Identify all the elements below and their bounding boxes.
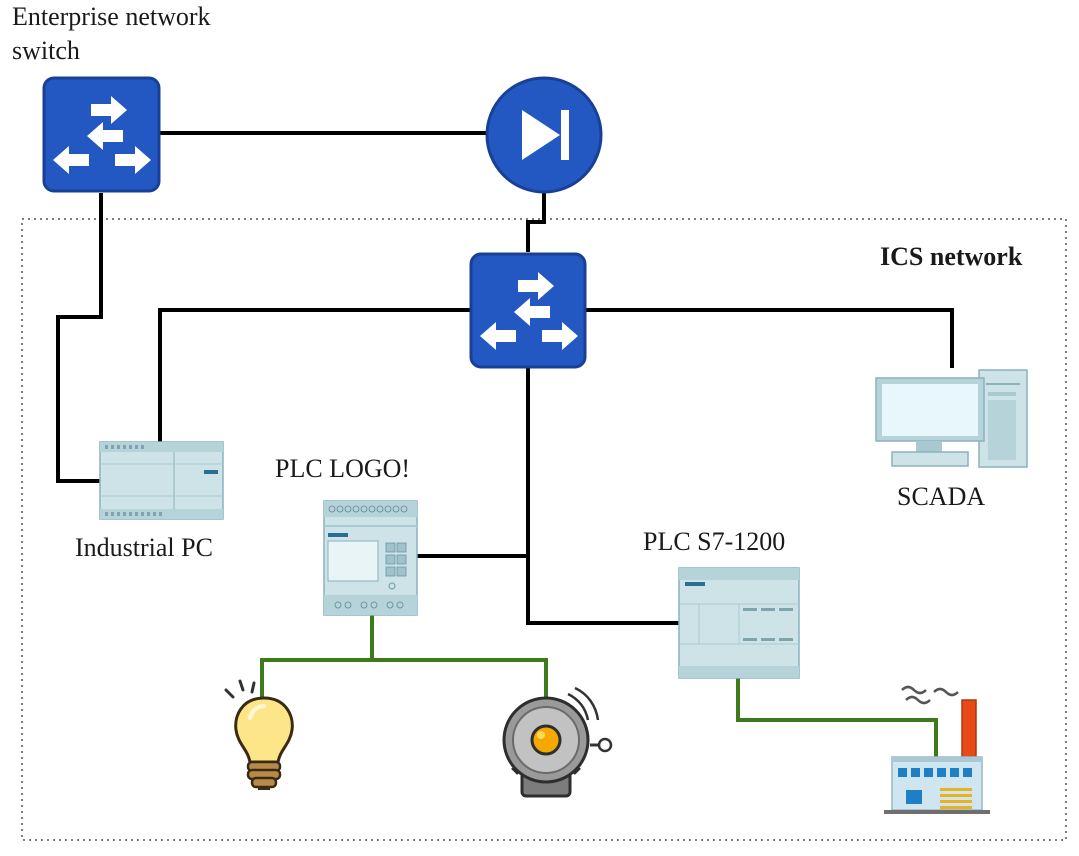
- cable-ics-switch-to-industrial-pc: [158, 308, 470, 443]
- cable-ics-switch-to-scada: [585, 308, 954, 368]
- field-wires: [260, 615, 938, 757]
- firewall-icon: [485, 76, 603, 194]
- alarm-bell-icon: [502, 686, 613, 798]
- cable-enterprise-to-industrial-pc: [56, 193, 103, 483]
- label-enterprise-switch-line1: Enterprise network: [12, 2, 211, 31]
- cable-ics-switch-to-plc-s7: [526, 368, 679, 625]
- ethernet-cables: [56, 131, 954, 625]
- label-ics-network: ICS network: [880, 242, 1023, 271]
- wire-plc-s7-to-factory: [736, 678, 938, 757]
- plc-icon: [99, 441, 224, 520]
- lightbulb-icon: [224, 679, 294, 790]
- label-enterprise-switch: Enterprise network switch: [12, 0, 211, 68]
- switch-icon: [42, 76, 161, 193]
- switch-icon: [469, 252, 587, 369]
- wire-lightbulb: [260, 658, 548, 697]
- label-industrial-pc: Industrial PC: [75, 533, 213, 562]
- factory-icon: [884, 685, 990, 814]
- label-scada: SCADA: [897, 482, 986, 511]
- plc-icon: [323, 500, 418, 616]
- monitor-icon: [875, 369, 1028, 468]
- plc-icon: [678, 567, 800, 679]
- label-plc-logo: PLC LOGO!: [275, 454, 411, 483]
- cable-firewall-to-ics-switch: [526, 193, 546, 252]
- label-enterprise-switch-line2: switch: [12, 36, 80, 65]
- label-plc-s7: PLC S7-1200: [643, 527, 786, 556]
